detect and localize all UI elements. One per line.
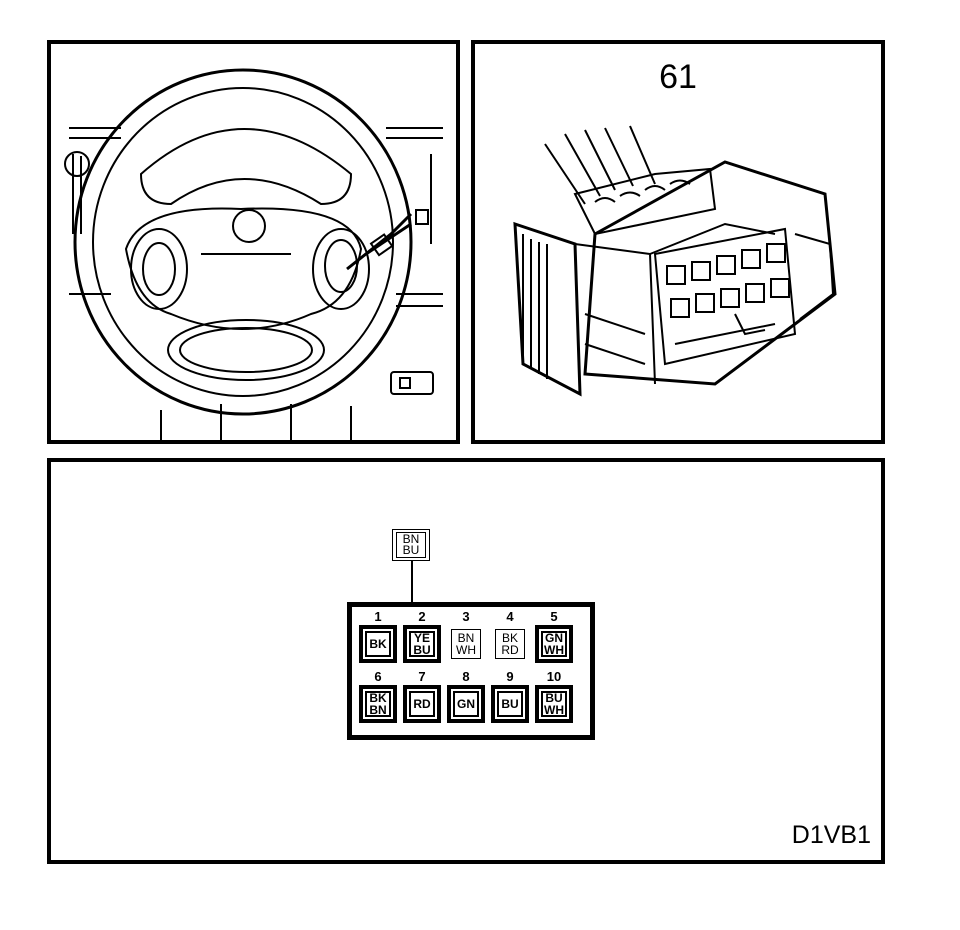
wire-label-line: BU: [402, 543, 420, 557]
pin-number: 9: [506, 669, 514, 684]
connector-number: 61: [659, 58, 697, 96]
steering-wheel-illustration: [64, 68, 443, 440]
pin-cell: RD: [403, 685, 441, 723]
pin-color: YE: [413, 631, 430, 645]
figure-id: D1VB1: [791, 821, 871, 849]
wire-lead-line: [411, 561, 413, 631]
pin-color: RD: [413, 697, 431, 711]
pin-color: WH: [456, 643, 476, 657]
pin-color: BN: [457, 631, 475, 645]
pin-number: 4: [506, 609, 514, 624]
pin-color: BN: [369, 703, 387, 717]
pin-color: BK: [369, 637, 387, 651]
pin-color: BK: [369, 691, 387, 705]
connector-panel: 61: [471, 40, 885, 444]
pin-number: 10: [546, 669, 562, 684]
steering-wheel-panel: [47, 40, 460, 444]
pin-number: 5: [550, 609, 558, 624]
pin-color: BU: [413, 643, 431, 657]
pin-cell: BU: [491, 685, 529, 723]
pin-number: 8: [462, 669, 470, 684]
pin-color: RD: [501, 643, 519, 657]
pin-number: 1: [374, 609, 382, 624]
wire-label-box: BN BU: [392, 529, 430, 561]
wire-label-line: BN: [402, 532, 420, 546]
pin-cell: BK: [359, 625, 397, 663]
pin-number: 2: [418, 609, 426, 624]
pin-color: BU: [501, 697, 519, 711]
pin-color: BU: [545, 691, 563, 705]
pin-color: WH: [544, 703, 564, 717]
pin-color: GN: [545, 631, 563, 645]
pin-cell: GN: [447, 685, 485, 723]
pin-color: BK: [501, 631, 518, 645]
pin-number: 3: [462, 609, 470, 624]
connector-illustration: [513, 125, 837, 397]
pin-number: 7: [418, 669, 426, 684]
pin-number: 6: [374, 669, 382, 684]
pin-color: WH: [544, 643, 564, 657]
pin-color: GN: [457, 697, 475, 711]
